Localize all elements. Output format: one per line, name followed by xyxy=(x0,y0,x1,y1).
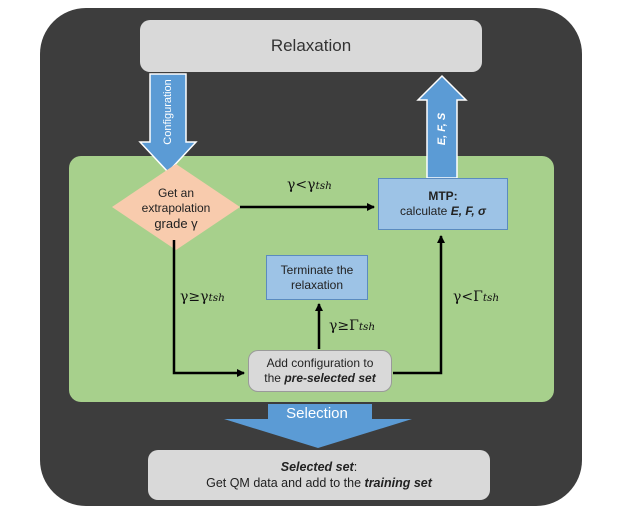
configuration-arrow-label: Configuration xyxy=(162,79,174,145)
mtp-quantities: E, F, σ xyxy=(450,204,486,218)
label-gamma-ge-gamma-tsh-sub: tsh xyxy=(208,292,225,304)
selected-set-line-2-emph: training set xyxy=(364,476,432,490)
decision-line-1: Get an xyxy=(157,185,195,200)
mtp-box: MTP: calculate E, F, σ xyxy=(378,178,508,230)
selected-set-title-suffix: : xyxy=(353,460,358,474)
efs-arrow-label: E, F, S xyxy=(436,112,448,146)
relaxation-box: Relaxation xyxy=(140,20,482,72)
efs-arrow xyxy=(416,74,468,179)
terminate-box: Terminate the relaxation xyxy=(266,255,368,300)
selected-set-line-2: Get QM data and add to the training set xyxy=(206,475,432,491)
arrow-add-to-mtp xyxy=(393,235,445,375)
label-gamma-lt-Gamma-tsh-symbol: γ<Γ xyxy=(453,289,483,305)
terminate-line-2: relaxation xyxy=(290,277,344,292)
label-gamma-lt-Gamma-tsh: γ<Γtsh xyxy=(453,289,499,305)
label-gamma-lt-gamma-tsh-sub: tsh xyxy=(315,180,332,192)
selection-arrow xyxy=(224,404,412,448)
label-gamma-ge-gamma-tsh-symbol: γ≥γ xyxy=(180,289,209,305)
selected-set-box: Selected set: Get QM data and add to the… xyxy=(148,450,490,500)
selected-set-line-2-prefix: Get QM data and add to the xyxy=(206,476,365,490)
label-gamma-ge-Gamma-tsh: γ≥Γtsh xyxy=(329,318,375,334)
label-gamma-lt-Gamma-tsh-sub: tsh xyxy=(482,292,500,304)
selection-label: Selection xyxy=(286,405,348,422)
label-gamma-ge-Gamma-tsh-sub: tsh xyxy=(358,321,376,333)
mtp-title: MTP: xyxy=(428,189,458,203)
label-gamma-ge-Gamma-tsh-symbol: γ≥Γ xyxy=(329,318,359,334)
label-gamma-ge-gamma-tsh: γ≥γtsh xyxy=(180,289,225,305)
add-configuration-box: Add configuration to the pre-selected se… xyxy=(248,350,392,392)
add-config-line-2: the pre-selected set xyxy=(264,371,375,386)
configuration-arrow xyxy=(138,73,198,174)
mtp-calc-prefix: calculate xyxy=(399,204,451,218)
mtp-calc: calculate E, F, σ xyxy=(400,204,486,219)
terminate-line-1: Terminate the xyxy=(280,262,354,277)
add-config-line-2-emph: pre-selected set xyxy=(284,371,376,385)
arrow-decision-to-add xyxy=(172,240,245,377)
relaxation-label: Relaxation xyxy=(270,36,352,55)
decision-diamond xyxy=(112,164,240,250)
decision-text: Get an extrapolation grade γ xyxy=(112,180,240,236)
decision-line-3: grade γ xyxy=(154,215,198,231)
label-gamma-lt-gamma-tsh: γ<γtsh xyxy=(287,177,332,193)
label-gamma-lt-gamma-tsh-symbol: γ<γ xyxy=(287,177,316,193)
add-config-line-2-prefix: the xyxy=(264,371,285,385)
selected-set-title-line: Selected set: xyxy=(281,459,357,475)
selected-set-title: Selected set xyxy=(280,460,354,474)
decision-line-2: extrapolation xyxy=(141,200,211,215)
add-config-line-1: Add configuration to xyxy=(266,356,374,370)
